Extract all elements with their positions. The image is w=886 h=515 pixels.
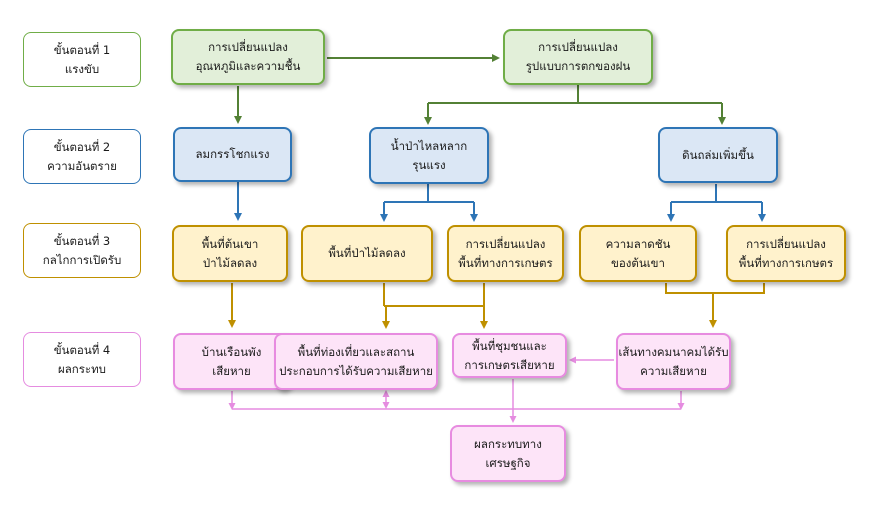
impact-tourism-business: พื้นที่ท่องเที่ยวและสถาน ประกอบการได้รับ… [274, 333, 438, 390]
arrow-rain-split [428, 84, 722, 104]
stage-2-number: ขั้นตอนที่ 2 [53, 139, 111, 154]
hazard-flash-flood-line1: น้ำป่าไหลหลาก [390, 138, 468, 153]
impact-transport-routes: เส้นทางคมนาคมได้รับ ความเสียหาย [616, 333, 731, 390]
exposure-slope: ความลาดชัน ของต้นเขา [579, 225, 697, 282]
exposure-agriculture-change-a-line2: พื้นที่ทางการเกษตร [458, 255, 553, 270]
hazard-flash-flood: น้ำป่าไหลหลาก รุนแรง [369, 127, 489, 184]
hazard-strong-wind: ลมกรรโชกแรง [173, 127, 292, 182]
impact-economic-line1: ผลกระทบทาง [474, 436, 542, 451]
impact-houses-damaged: บ้านเรือนพัง เสียหาย [173, 333, 290, 390]
impact-transport-routes-line2: ความเสียหาย [640, 363, 707, 378]
driver-rainfall-pattern: การเปลี่ยนแปลง รูปแบบการตกของฝน [503, 29, 653, 85]
impact-economic-line2: เศรษฐกิจ [485, 455, 531, 470]
stage-1-title: แรงขับ [64, 61, 100, 76]
exposure-agriculture-change-a: การเปลี่ยนแปลง พื้นที่ทางการเกษตร [447, 225, 564, 282]
arrow-exposure-merge [383, 283, 485, 327]
driver-rainfall-pattern-line2: รูปแบบการตกของฝน [525, 59, 631, 73]
exposure-agriculture-change-a-line1: การเปลี่ยนแปลง [465, 236, 546, 251]
impact-houses-damaged-line2: เสียหาย [212, 363, 251, 378]
exposure-slope-line2: ของต้นเขา [611, 255, 665, 270]
exposure-upstream-forest-line1: พื้นที่ต้นเขา [201, 236, 259, 251]
stage-1-number: ขั้นตอนที่ 1 [53, 42, 111, 57]
exposure-forest-area: พื้นที่ป่าไม้ลดลง [301, 225, 433, 282]
stage-3-number: ขั้นตอนที่ 3 [53, 233, 111, 248]
stage-1-label: ขั้นตอนที่ 1 แรงขับ [23, 32, 141, 87]
exposure-agriculture-change-b-line2: พื้นที่ทางการเกษตร [738, 255, 834, 270]
arrow-flood-split [384, 184, 474, 203]
impact-economic: ผลกระทบทาง เศรษฐกิจ [450, 425, 566, 482]
impact-community-agriculture-line2: การเกษตรเสียหาย [464, 357, 555, 372]
stage-3-label: ขั้นตอนที่ 3 กลไกการเปิดรับ [23, 223, 141, 278]
exposure-connectors [228, 283, 765, 327]
hazard-strong-wind-line1: ลมกรรโชกแรง [195, 147, 270, 161]
hazard-landslide-line1: ดินถล่มเพิ่มขึ้น [682, 147, 754, 162]
impact-connectors [228, 356, 685, 423]
driver-temperature-humidity-line2: อุณหภูมิและความชื้น [195, 59, 301, 73]
impact-tourism-business-line1: พื้นที่ท่องเที่ยวและสถาน [297, 344, 415, 359]
impact-transport-routes-line1: เส้นทางคมนาคมได้รับ [618, 344, 729, 359]
exposure-agriculture-change-b: การเปลี่ยนแปลง พื้นที่ทางการเกษตร [726, 225, 846, 282]
exposure-upstream-forest-line2: ป่าไม้ลดลง [202, 255, 258, 270]
arrow-landslide-split [671, 184, 762, 203]
driver-temperature-humidity: การเปลี่ยนแปลง อุณหภูมิและความชื้น [171, 29, 325, 85]
impact-community-agriculture-line1: พื้นที่ชุมชนและ [472, 338, 547, 353]
driver-rainfall-pattern-line1: การเปลี่ยนแปลง [538, 40, 618, 54]
impact-tourism-business-line2: ประกอบการได้รับความเสียหาย [279, 363, 433, 378]
arrow-slope-merge [665, 283, 765, 326]
hazard-flash-flood-line2: รุนแรง [412, 157, 446, 172]
exposure-forest-area-line1: พื้นที่ป่าไม้ลดลง [328, 246, 406, 260]
hazard-connectors [234, 182, 766, 222]
stage-4-number: ขั้นตอนที่ 4 [53, 342, 111, 357]
stage-2-label: ขั้นตอนที่ 2 ความอันตราย [23, 129, 141, 184]
exposure-agriculture-change-b-line1: การเปลี่ยนแปลง [746, 236, 826, 251]
driver-temperature-humidity-line1: การเปลี่ยนแปลง [208, 40, 288, 54]
exposure-slope-line1: ความลาดชัน [605, 236, 671, 251]
stage-3-title: กลไกการเปิดรับ [42, 252, 122, 267]
impact-community-agriculture: พื้นที่ชุมชนและ การเกษตรเสียหาย [452, 333, 567, 378]
stage-4-label: ขั้นตอนที่ 4 ผลกระทบ [23, 332, 141, 387]
exposure-upstream-forest: พื้นที่ต้นเขา ป่าไม้ลดลง [172, 225, 288, 282]
stage-2-title: ความอันตราย [47, 158, 117, 173]
driver-connectors [234, 54, 726, 125]
impact-houses-damaged-line1: บ้านเรือนพัง [201, 344, 262, 359]
stage-4-title: ผลกระทบ [58, 361, 106, 376]
hazard-landslide: ดินถล่มเพิ่มขึ้น [658, 127, 778, 183]
